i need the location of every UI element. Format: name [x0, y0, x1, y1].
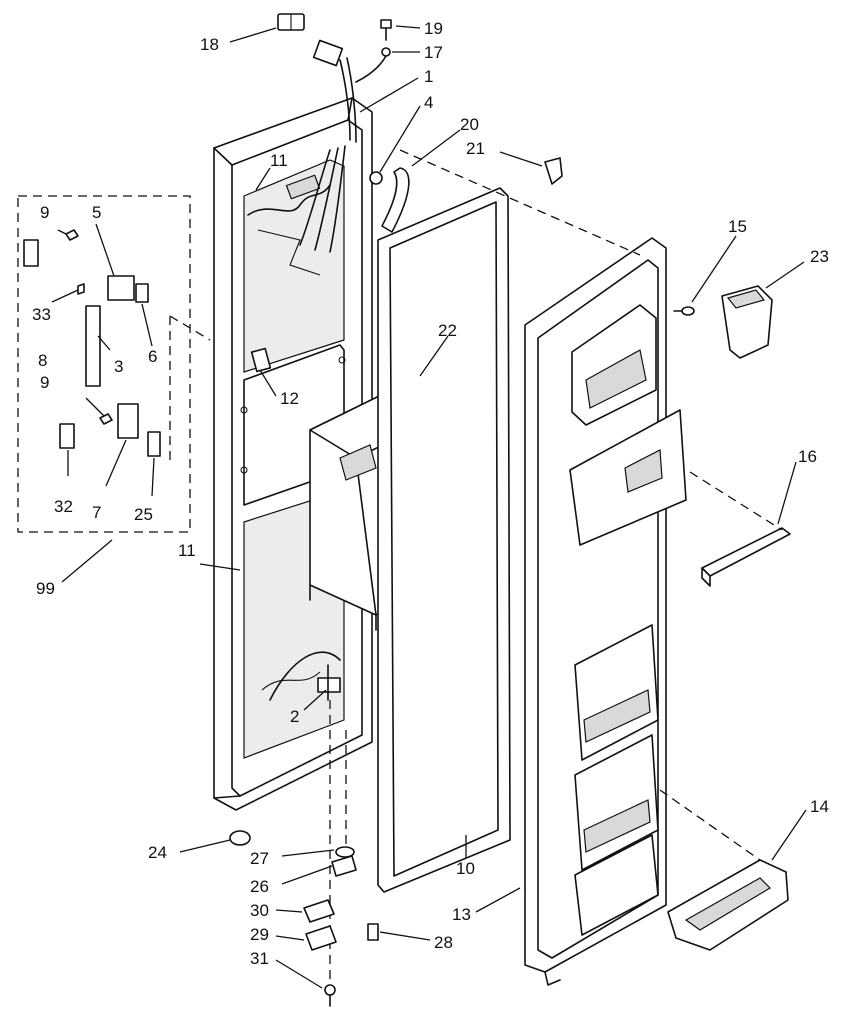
callout-12: 12 [280, 389, 299, 408]
callout-5: 5 [92, 203, 101, 222]
callout-28: 28 [434, 933, 453, 952]
part-9-screw-a [65, 229, 79, 241]
callout-14: 14 [810, 797, 829, 816]
part-5 [107, 275, 135, 301]
callout-24: 24 [148, 843, 167, 862]
callout-27: 27 [250, 849, 269, 868]
callout-6: 6 [148, 347, 157, 366]
callout-20: 20 [460, 115, 479, 134]
callout-31: 31 [250, 949, 269, 968]
callout-10: 10 [456, 859, 475, 878]
callout-9-a: 9 [40, 203, 49, 222]
callout-7: 7 [92, 503, 101, 522]
callout-18: 18 [200, 35, 219, 54]
callout-11-upper: 11 [270, 151, 288, 170]
leader-lines [51, 25, 807, 989]
callout-2: 2 [290, 707, 299, 726]
callout-25: 25 [134, 505, 153, 524]
part-7 [117, 403, 139, 439]
callout-16: 16 [798, 447, 817, 466]
callout-22: 22 [438, 321, 457, 340]
callout-9-b: 9 [40, 373, 49, 392]
part-23-funnel [721, 285, 773, 359]
part-3 [85, 305, 101, 387]
callout-17: 17 [424, 43, 443, 62]
kit-box [17, 195, 211, 533]
callout-13: 13 [452, 905, 471, 924]
callout-33: 33 [32, 305, 51, 324]
part-15-screw [673, 306, 695, 316]
part-6 [135, 283, 149, 303]
part-19-screw [380, 19, 392, 41]
callout-4: 4 [424, 93, 433, 112]
callout-29: 29 [250, 925, 269, 944]
callout-11-lower: 11 [178, 541, 196, 560]
callout-15: 15 [728, 217, 747, 236]
callout-1: 1 [424, 67, 433, 86]
door-gasket [377, 187, 511, 893]
axis-line-14 [659, 789, 761, 861]
part-25 [147, 431, 161, 457]
part-33 [23, 239, 39, 267]
hinge-parts [303, 846, 379, 1007]
callout-3: 3 [114, 357, 123, 376]
axis-line-16 [689, 471, 783, 531]
callout-19: 19 [424, 19, 443, 38]
part-24-foot [229, 830, 251, 846]
part-4-grommet [369, 171, 383, 185]
callout-32: 32 [54, 497, 73, 516]
callout-21: 21 [466, 139, 485, 158]
part-9-screw-b [99, 413, 113, 425]
part-16-trim [701, 527, 791, 587]
part-18-clip [277, 13, 305, 31]
inner-door-liner [524, 237, 687, 986]
part-20-tube [381, 167, 410, 233]
callout-8: 8 [38, 351, 47, 370]
callout-99: 99 [36, 579, 55, 598]
part-8 [77, 283, 85, 295]
callout-30: 30 [250, 901, 269, 920]
part-32 [59, 423, 75, 449]
wire-connector [312, 39, 391, 83]
callout-23: 23 [810, 247, 829, 266]
axis-line-top [399, 149, 641, 256]
part-14-door-bin [667, 859, 789, 951]
callout-26: 26 [250, 877, 269, 896]
part-21-bulb [544, 157, 563, 185]
